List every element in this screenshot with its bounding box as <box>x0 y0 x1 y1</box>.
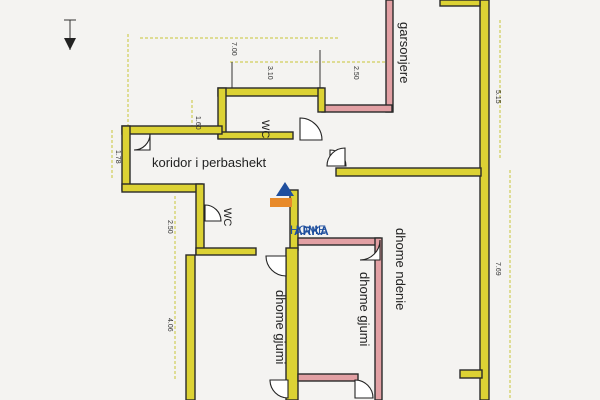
bedroom-door-icon <box>265 255 287 277</box>
room-dhome-gjumi-left: dhome gjumi <box>273 290 288 365</box>
corridor-right-wall <box>335 167 482 177</box>
room-garsonjere: garsonjere <box>397 22 412 83</box>
left-outer-wall <box>185 254 196 400</box>
top-right-wall <box>439 0 481 7</box>
room-wc-top: WC <box>259 120 271 138</box>
dimension-lines <box>111 20 511 400</box>
room-dhome-ndenie: dhome ndenie <box>393 228 408 310</box>
dim-406: 4.06 <box>166 318 173 332</box>
bedroom-left-wall <box>285 247 299 400</box>
room-dhome-gjumi-right: dhome gjumi <box>357 272 372 347</box>
wc-bottom-door-icon <box>204 204 222 222</box>
dim-310: 3.10 <box>266 66 273 80</box>
corridor-left-wall <box>121 125 131 191</box>
dim-178: 1.78 <box>114 150 121 164</box>
dim-250-left: 2.50 <box>166 220 173 234</box>
dim-769: 7.69 <box>494 262 501 276</box>
north-arrow-icon <box>64 19 76 50</box>
dim-700: 7.00 <box>230 42 237 56</box>
wc-top-wall <box>217 87 324 97</box>
wc-top-door-icon <box>299 117 323 141</box>
wc-bottom-left-wall <box>195 183 205 255</box>
watermark-logo: ARKA HOME <box>270 182 329 238</box>
garsonjere-partition <box>385 0 394 113</box>
dim-250-top: 2.50 <box>352 66 359 80</box>
garsonjere-bottom-partition <box>321 104 393 113</box>
watermark-brand-a: ARKA <box>294 224 329 238</box>
dim-515: 5.15 <box>494 90 501 104</box>
bedroom-right-partition <box>374 237 383 400</box>
wc-right-wall <box>317 87 326 113</box>
bottom-door-icon <box>269 379 289 399</box>
dim-160: 1.60 <box>194 116 201 130</box>
room-koridor: koridor i perbashekt <box>152 155 267 170</box>
bedroom-bottom-partition <box>297 373 359 382</box>
bedroom-top-partition <box>297 237 381 246</box>
bottom-door-icon-2 <box>354 379 374 399</box>
wc-bottom-wall <box>217 131 294 140</box>
wc-bottom-lower-wall <box>195 247 257 256</box>
watermark-brand-b: HOME <box>290 223 326 237</box>
room-wc-bottom: WC <box>221 208 233 226</box>
entry-door-icon-2 <box>326 147 346 167</box>
corridor-top-wall <box>121 125 223 135</box>
bedroom2-door-icon <box>359 239 381 261</box>
corridor-bottom-wall <box>121 183 203 193</box>
bottom-right-stub <box>459 369 483 379</box>
right-outer-wall <box>479 0 490 400</box>
corridor-door-icon <box>133 133 151 151</box>
